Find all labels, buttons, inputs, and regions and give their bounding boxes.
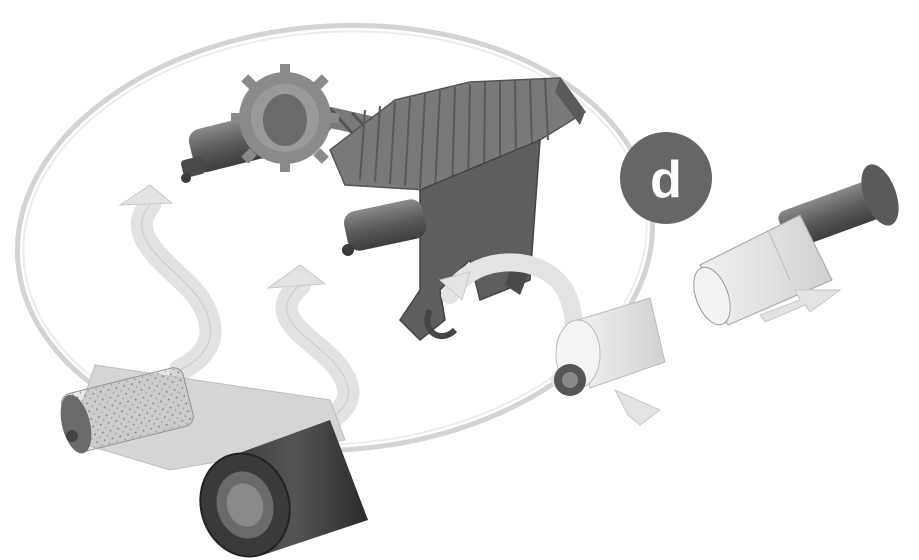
step-badge: d: [620, 132, 712, 224]
gear-icon: [231, 64, 339, 172]
ribbon-strip-arrow-left: [120, 185, 210, 370]
lower-spindle: [342, 197, 429, 256]
step-badge-label: d: [650, 151, 682, 209]
ribbon-roll-icon: [55, 365, 368, 560]
